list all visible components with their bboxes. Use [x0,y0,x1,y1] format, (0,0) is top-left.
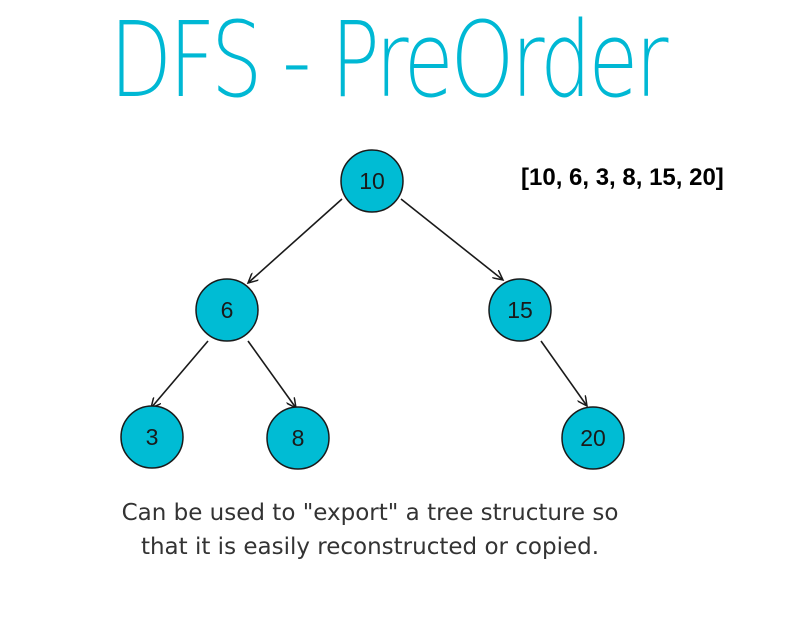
node-label: 10 [359,168,385,194]
edge-15-20 [540,340,587,406]
node-label: 6 [221,297,234,323]
node-label: 3 [146,424,159,450]
node-label: 15 [507,297,533,323]
preorder-result: [10, 6, 3, 8, 15, 20] [521,164,724,191]
edge-6-8 [247,340,296,408]
node-label: 8 [292,425,305,451]
page-title: DFS - PreOrder [109,0,669,121]
caption-line: Can be used to "export" a tree structure… [121,500,619,526]
tree-node: 8 [266,406,330,470]
tree-node: 20 [561,406,625,470]
tree-node: 10 [340,149,404,213]
edge-10-15 [400,198,503,280]
edge-6-3 [151,340,209,408]
tree-node: 15 [488,278,552,342]
node-label: 20 [580,425,606,451]
caption-line: that it is easily reconstructed or copie… [140,534,600,560]
tree-node: 3 [120,405,184,469]
edge-10-6 [248,198,343,283]
tree-node: 6 [195,278,259,342]
caption: Can be used to "export" a tree structure… [60,496,680,564]
